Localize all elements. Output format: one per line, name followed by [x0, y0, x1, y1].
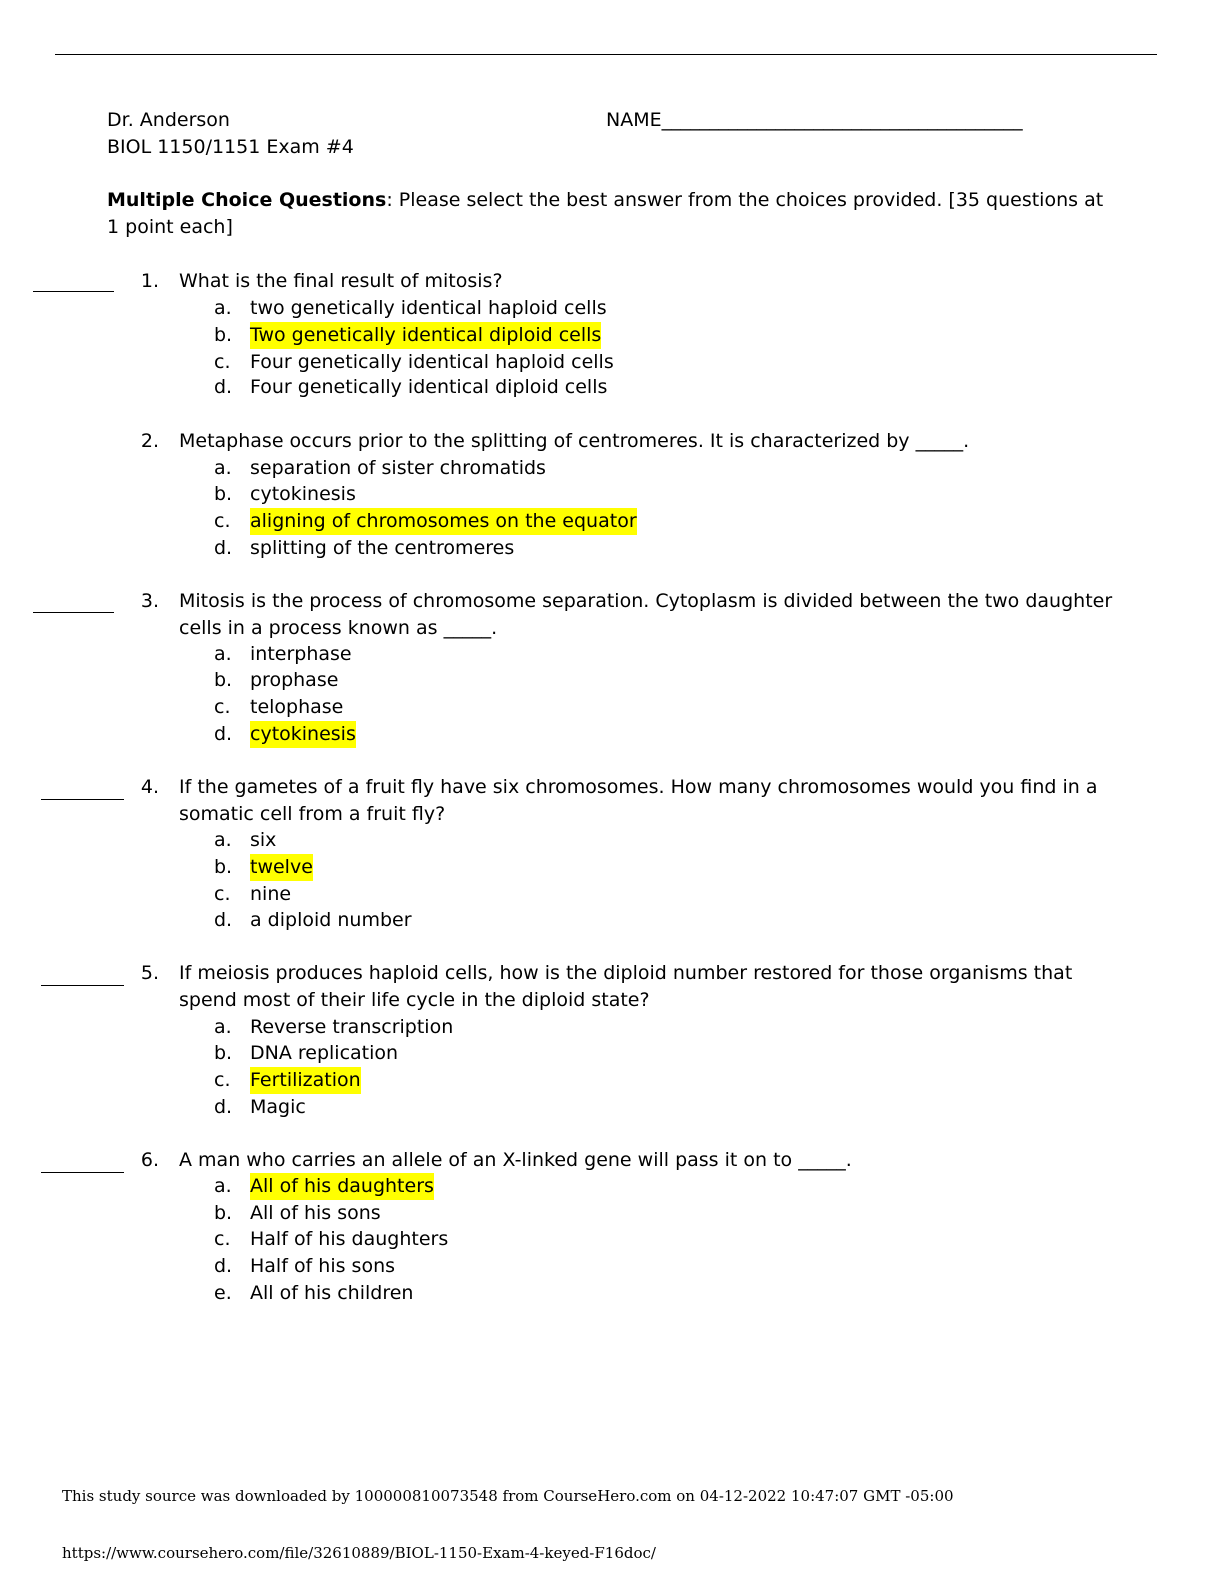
answer-blank [41, 1172, 124, 1173]
option-letter: c. [214, 1228, 231, 1250]
option-text: cytokinesis [250, 483, 356, 505]
question-number: 2. [140, 430, 159, 452]
option-letter: c. [214, 1069, 231, 1091]
option-letter: d. [214, 723, 233, 745]
source-url-link[interactable]: https://www.coursehero.com/file/32610889… [62, 1544, 656, 1562]
option-letter: b. [214, 669, 233, 691]
question-number: 6. [140, 1149, 159, 1171]
highlighted-answer: cytokinesis [250, 721, 356, 748]
student-name-field: NAME____________________________________… [606, 109, 1023, 131]
highlighted-answer: Fertilization [250, 1067, 361, 1094]
top-rule [55, 54, 1157, 55]
option-letter: a. [214, 297, 232, 319]
answer-blank [33, 612, 114, 613]
option-letter: d. [214, 1255, 233, 1277]
option-text: interphase [250, 643, 352, 665]
course-title: BIOL 1150/1151 Exam #4 [107, 136, 354, 158]
question-text: Mitosis is the process of chromosome sep… [179, 590, 1113, 639]
option-letter: d. [214, 376, 233, 398]
instructions-label: Multiple Choice Questions [107, 189, 387, 211]
option-letter: c. [214, 510, 231, 532]
option-text: Half of his daughters [250, 1228, 449, 1250]
question-number: 3. [140, 590, 159, 612]
answer-blank [33, 291, 114, 292]
option-letter: d. [214, 1096, 233, 1118]
option-letter: a. [214, 457, 232, 479]
option-letter: a. [214, 643, 232, 665]
option-text: All of his children [250, 1282, 414, 1304]
option-letter: b. [214, 1042, 233, 1064]
option-letter: b. [214, 483, 233, 505]
option-text: splitting of the centromeres [250, 537, 515, 559]
option-letter: b. [214, 856, 233, 878]
question-text: Metaphase occurs prior to the splitting … [179, 430, 970, 452]
highlighted-answer: aligning of chromosomes on the equator [250, 508, 637, 535]
option-letter: c. [214, 696, 231, 718]
option-text: Reverse transcription [250, 1016, 454, 1038]
highlighted-answer: All of his daughters [250, 1173, 434, 1200]
option-letter: d. [214, 537, 233, 559]
instructions-text: : Please select the best answer from the… [107, 189, 1104, 238]
option-letter: a. [214, 829, 232, 851]
option-letter: e. [214, 1282, 232, 1304]
option-letter: a. [214, 1016, 232, 1038]
question-text: What is the final result of mitosis? [179, 270, 503, 292]
option-text: Half of his sons [250, 1255, 396, 1277]
option-text: DNA replication [250, 1042, 399, 1064]
option-text: Magic [250, 1096, 306, 1118]
option-text: a diploid number [250, 909, 412, 931]
option-text: separation of sister chromatids [250, 457, 546, 479]
option-text: All of his sons [250, 1202, 381, 1224]
option-letter: d. [214, 909, 233, 931]
option-text: Four genetically identical diploid cells [250, 376, 608, 398]
option-text: nine [250, 883, 292, 905]
question-number: 1. [140, 270, 159, 292]
option-letter: b. [214, 324, 233, 346]
question-number: 4. [140, 776, 159, 798]
option-text: telophase [250, 696, 344, 718]
option-letter: c. [214, 351, 231, 373]
question-text: A man who carries an allele of an X-link… [179, 1149, 852, 1171]
option-text: prophase [250, 669, 339, 691]
option-letter: a. [214, 1175, 232, 1197]
question-text: If meiosis produces haploid cells, how i… [179, 962, 1073, 1011]
highlighted-answer: twelve [250, 854, 313, 881]
option-text: Four genetically identical haploid cells [250, 351, 614, 373]
option-text: six [250, 829, 277, 851]
option-text: two genetically identical haploid cells [250, 297, 607, 319]
option-letter: c. [214, 883, 231, 905]
instructor-name: Dr. Anderson [107, 109, 230, 131]
answer-blank [41, 799, 124, 800]
answer-blank [41, 985, 124, 986]
option-letter: b. [214, 1202, 233, 1224]
highlighted-answer: Two genetically identical diploid cells [250, 322, 602, 349]
download-source-notice: This study source was downloaded by 1000… [62, 1487, 954, 1505]
question-number: 5. [140, 962, 159, 984]
instructions: Multiple Choice Questions: Please select… [107, 187, 1107, 241]
question-text: If the gametes of a fruit fly have six c… [179, 776, 1098, 825]
